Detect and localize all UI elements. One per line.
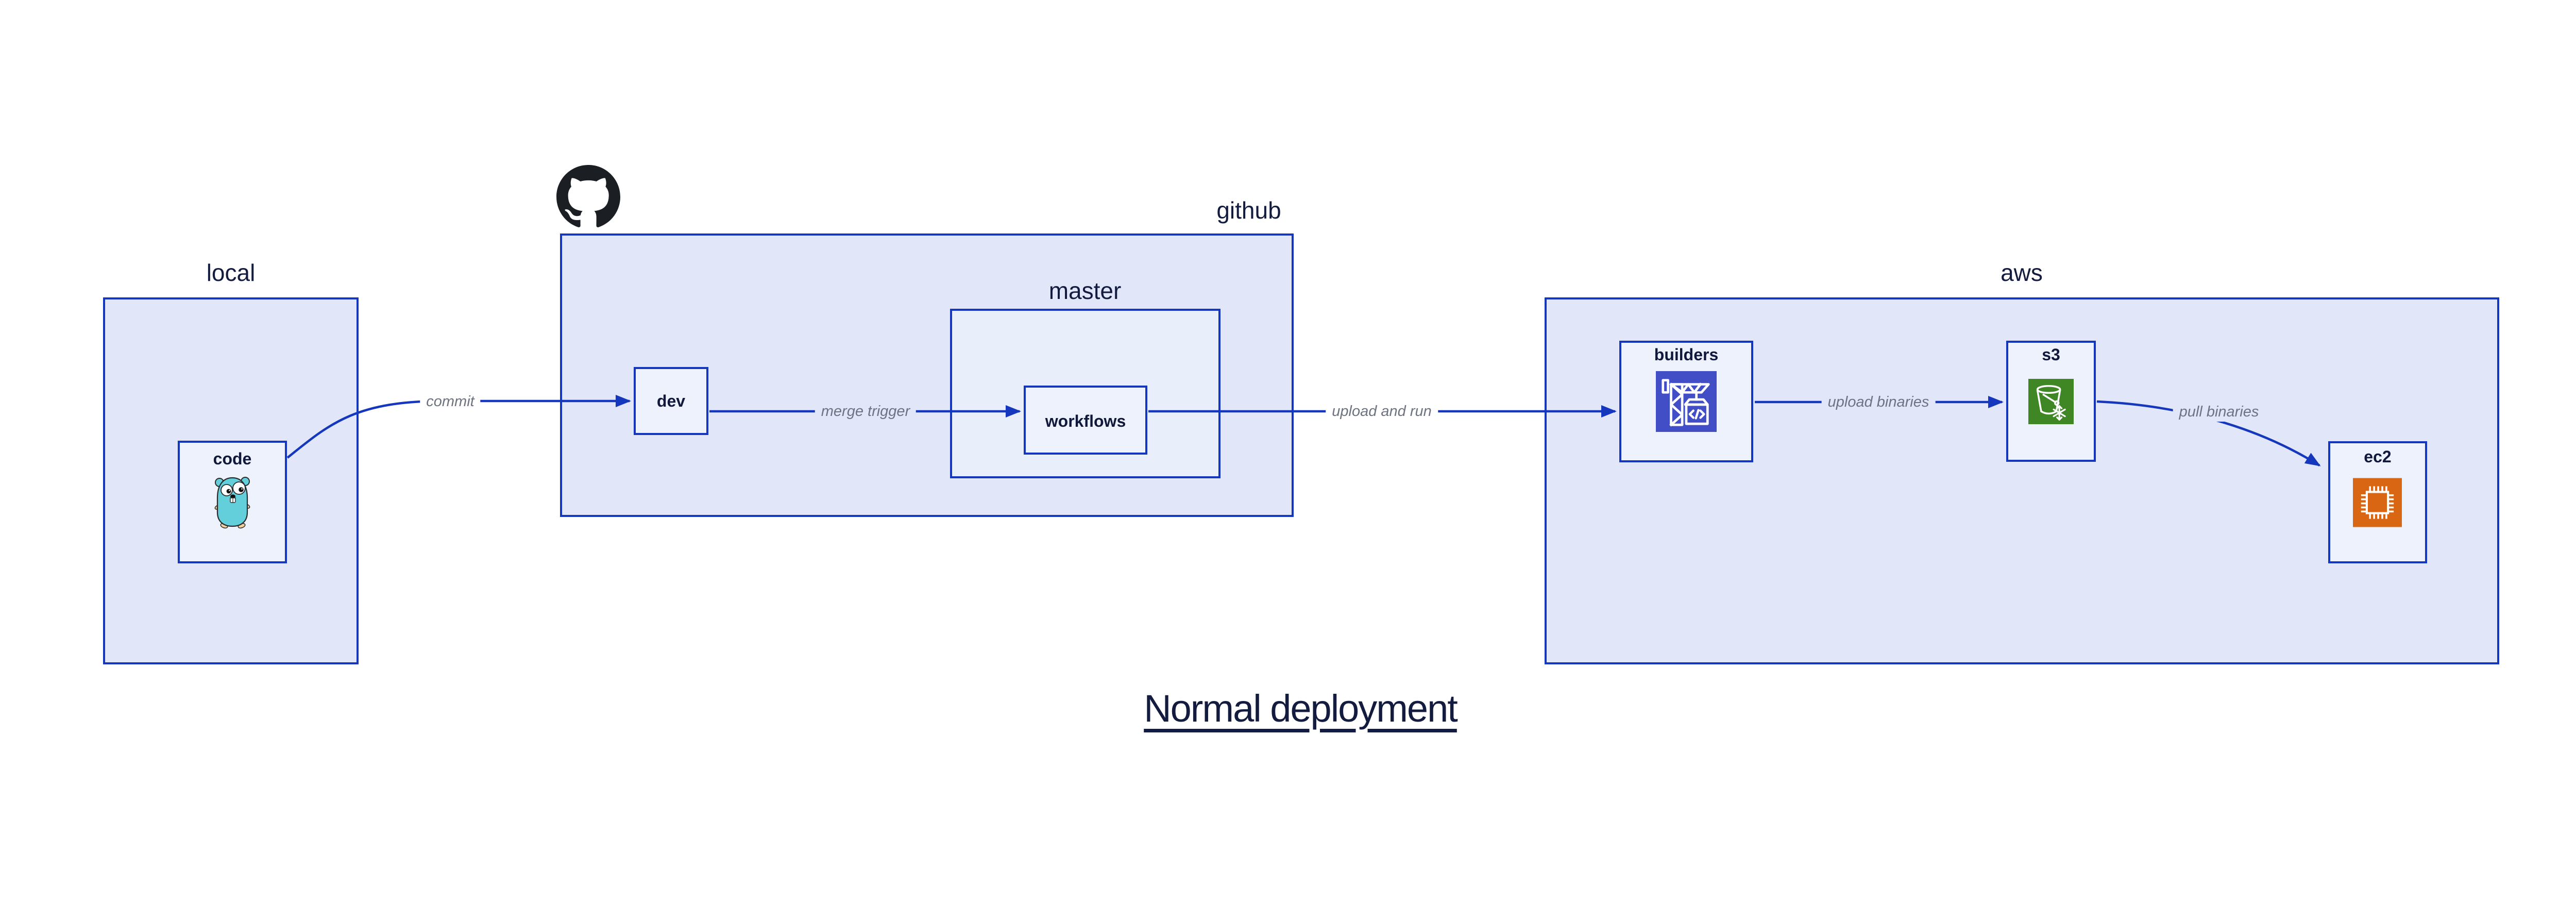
- go-gopher-icon: [213, 474, 252, 529]
- s3-glacier-bucket-icon: [2028, 379, 2074, 424]
- edge-label-pull-binaries: pull binaries: [2173, 402, 2265, 422]
- code-node-label: code: [213, 449, 252, 468]
- edge-label-commit: commit: [420, 392, 481, 411]
- s3-node-label: s3: [2042, 345, 2060, 364]
- master-container-label: master: [1048, 277, 1122, 304]
- builders-node-label: builders: [1654, 345, 1719, 364]
- ec2-chip-icon: [2353, 478, 2402, 527]
- ec2-node-label: ec2: [2364, 447, 2392, 466]
- workflows-node-box: [1024, 386, 1147, 455]
- edge-label-upload-and-run: upload and run: [1326, 402, 1438, 421]
- ec2-node-box: [2328, 441, 2427, 563]
- github-octocat-logo-icon: [556, 165, 620, 229]
- codebuild-crane-icon: [1655, 371, 1717, 432]
- local-container-label: local: [206, 259, 256, 286]
- github-container-label: github: [1216, 197, 1281, 224]
- diagram-title: Normal deployment: [1144, 687, 1458, 730]
- aws-container-label: aws: [2001, 259, 2043, 286]
- dev-node-label: dev: [656, 392, 686, 410]
- dev-node-box: [634, 367, 708, 435]
- workflows-node-label: workflows: [1045, 412, 1126, 430]
- edge-label-merge-trigger: merge trigger: [815, 402, 917, 421]
- edge-label-upload-binaries: upload binaries: [1821, 392, 1936, 412]
